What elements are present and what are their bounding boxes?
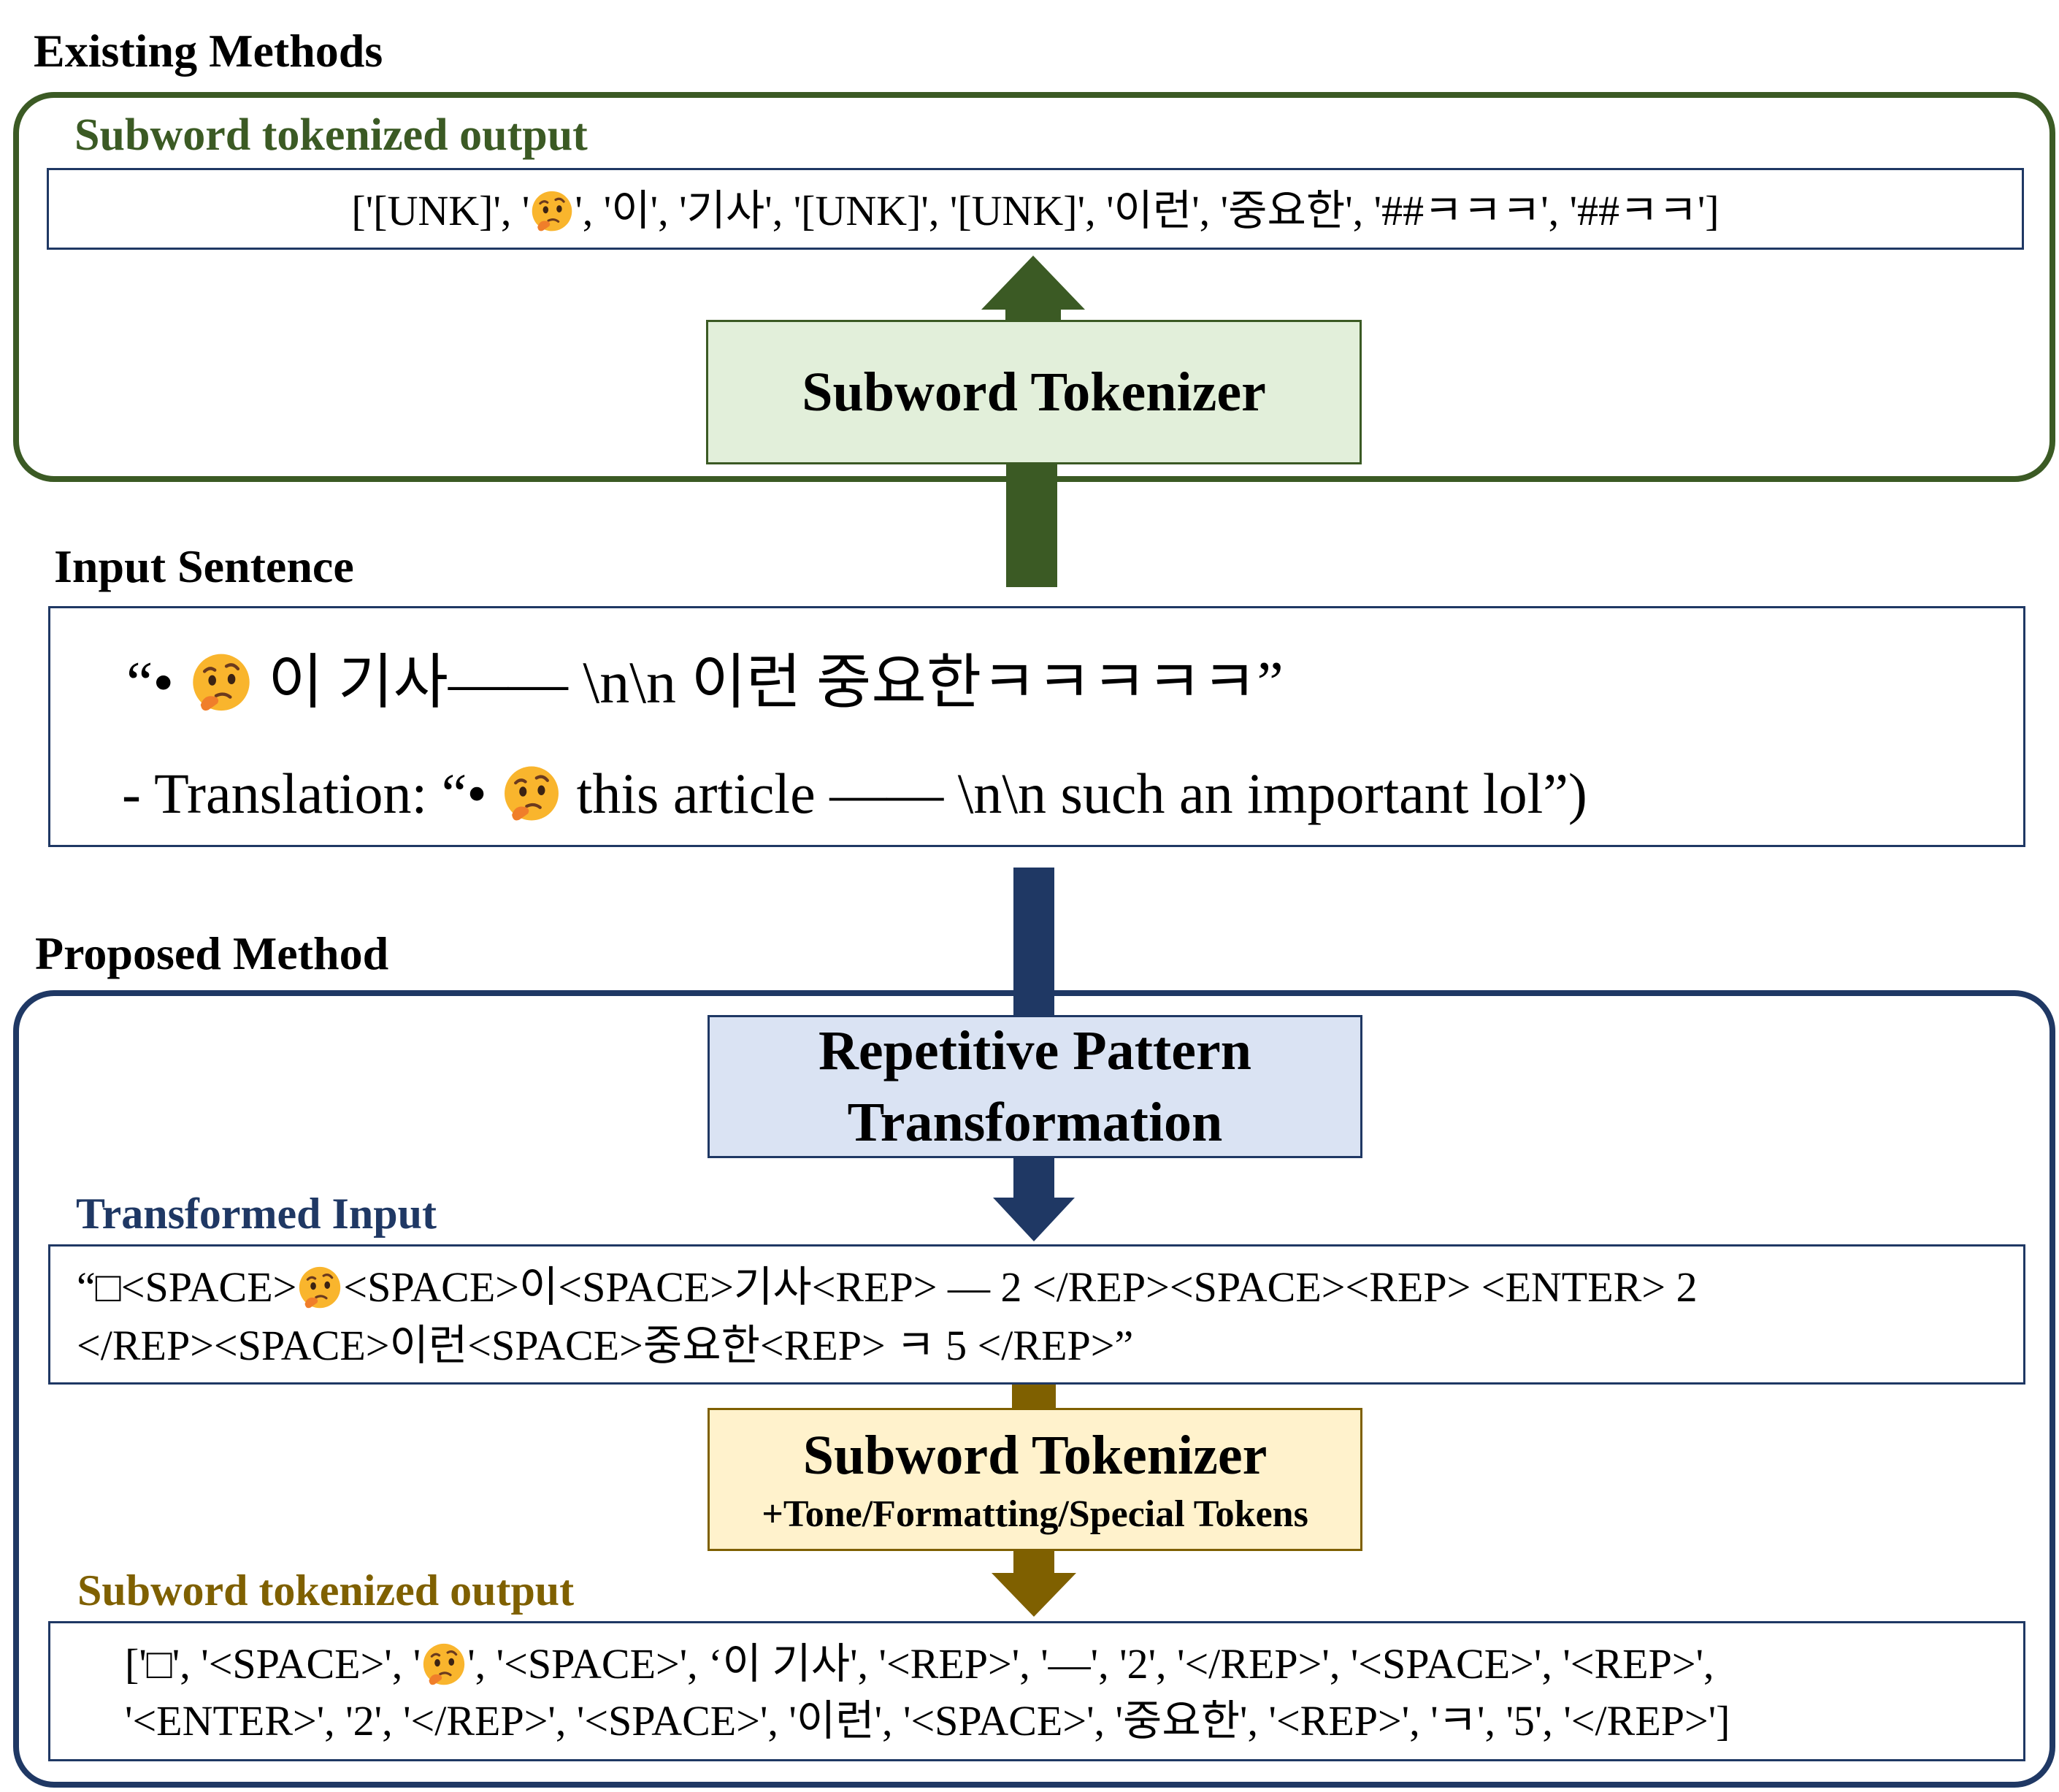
transform-label-line1: Repetitive Pattern [818, 1020, 1251, 1081]
thinking-face-icon [421, 1642, 467, 1689]
input-sentence-box: “• 이 기사—— \n\n 이런 중요한ㅋㅋㅋㅋㅋ” - Translatio… [48, 606, 2025, 847]
existing-output-label: Subword tokenized output [74, 110, 588, 160]
transform-label-line2: Transformation [847, 1092, 1223, 1153]
transformed-input-line1: “□<SPACE><SPACE>이<SPACE>기사<REP> — 2 </RE… [77, 1263, 1698, 1312]
input-sentence-korean: “• 이 기사—— \n\n 이런 중요한ㅋㅋㅋㅋㅋ” [126, 649, 1284, 716]
proposed-method-panel [13, 990, 2055, 1788]
existing-output-tokens: ['[UNK]', '', '이', '기사', '[UNK]', '[UNK]… [351, 187, 1719, 235]
proposed-method-heading: Proposed Method [35, 927, 389, 979]
existing-methods-heading: Existing Methods [34, 25, 383, 77]
thinking-face-icon [501, 765, 562, 826]
proposed-tokenizer-label: Subword Tokenizer [802, 1425, 1268, 1486]
proposed-subword-tokenizer-box: Subword Tokenizer +Tone/Formatting/Speci… [708, 1408, 1362, 1551]
proposed-output-line2: '<ENTER>', '2', '</REP>', '<SPACE>', '이런… [125, 1697, 1730, 1745]
transformed-input-box: “□<SPACE><SPACE>이<SPACE>기사<REP> — 2 </RE… [48, 1244, 2025, 1385]
existing-output-box: ['[UNK]', '', '이', '기사', '[UNK]', '[UNK]… [47, 168, 2024, 250]
transformed-input-label: Transformed Input [76, 1190, 437, 1238]
repetitive-pattern-transformation-box: Repetitive Pattern Transformation [708, 1015, 1362, 1158]
existing-tokenizer-label: Subword Tokenizer [802, 361, 1266, 423]
proposed-tokenizer-sublabel: +Tone/Formatting/Special Tokens [762, 1493, 1308, 1535]
proposed-output-line1: ['□', '<SPACE>', '', '<SPACE>', ‘이 기사', … [125, 1640, 1714, 1689]
input-sentence-heading: Input Sentence [54, 540, 354, 592]
arrow-tokenizer-to-output [981, 256, 1085, 320]
arrow-input-to-tokenizer [1006, 464, 1057, 587]
thinking-face-icon [189, 652, 253, 716]
arrow-transformed-to-tokenizer [1012, 1385, 1056, 1409]
transformed-input-line2: </REP><SPACE>이런<SPACE>중요한<REP> ㅋ 5 </REP… [77, 1322, 1134, 1369]
arrow-tokenizer-to-proposed-output [992, 1551, 1076, 1617]
thinking-face-icon [529, 190, 575, 235]
existing-subword-tokenizer-box: Subword Tokenizer [706, 320, 1362, 464]
input-sentence-translation: - Translation: “• this article —— \n\n s… [122, 762, 1587, 826]
arrow-transformation-to-transformed [993, 1158, 1075, 1241]
proposed-output-box: ['□', '<SPACE>', '', '<SPACE>', ‘이 기사', … [48, 1621, 2025, 1761]
proposed-output-label: Subword tokenized output [77, 1566, 575, 1615]
thinking-face-icon [296, 1265, 343, 1312]
